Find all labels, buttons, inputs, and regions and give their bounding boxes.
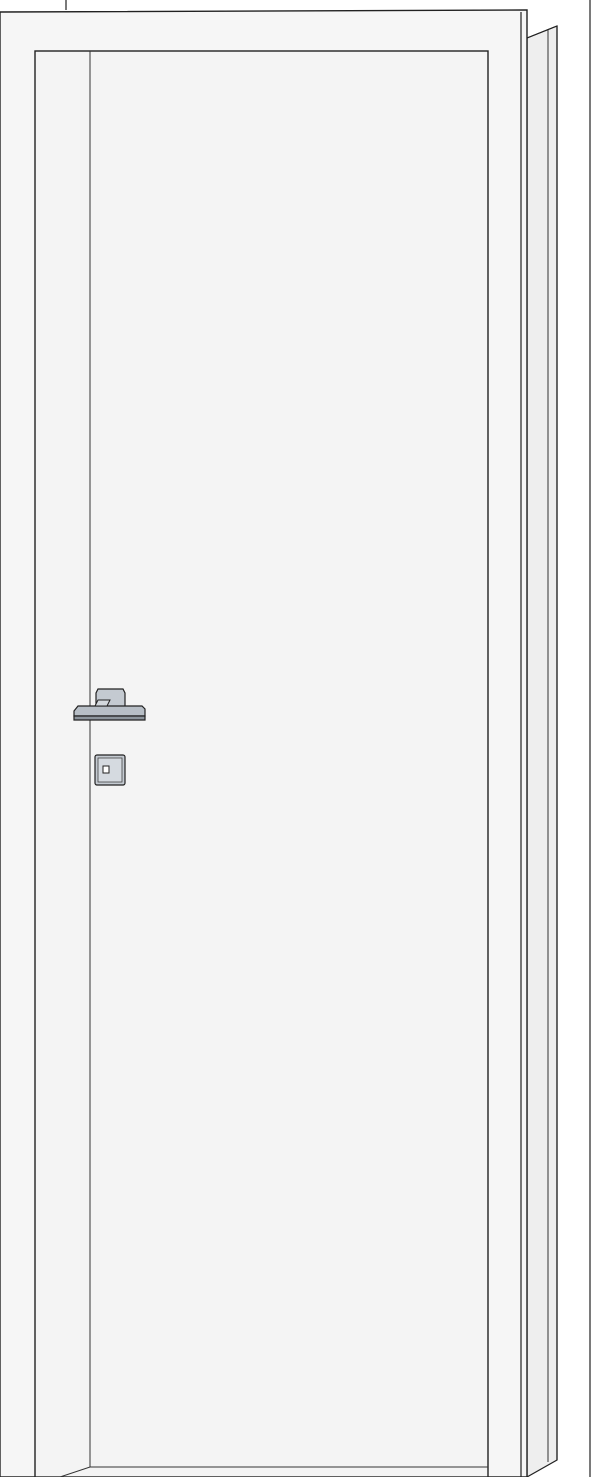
key-rosette-face [97, 757, 123, 783]
lever-handle[interactable] [73, 688, 146, 721]
handle-neck [94, 699, 111, 707]
key-rosette [94, 754, 126, 786]
handle-lever-face [73, 715, 146, 721]
frame-side-top-line [526, 25, 558, 39]
keyhole-icon [102, 765, 110, 774]
handle-lever-top [73, 705, 146, 717]
frame-side-depth [526, 25, 558, 1477]
door-bottom-edge [59, 1466, 488, 1477]
